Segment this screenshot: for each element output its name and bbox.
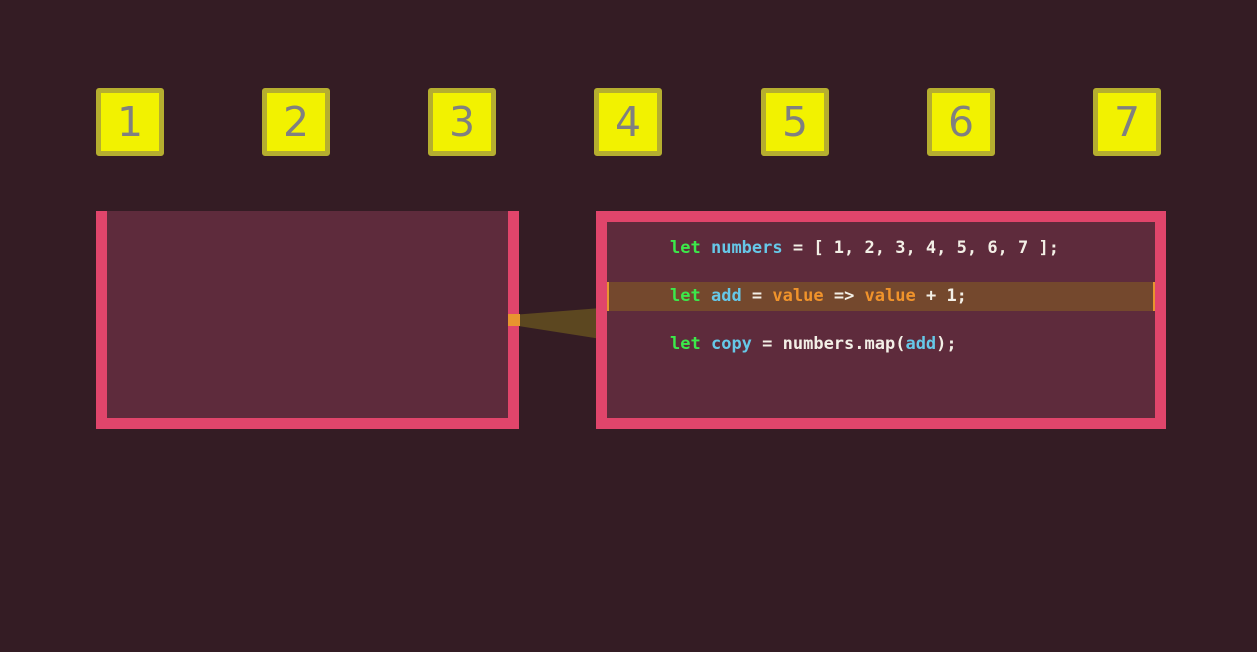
array-value-box: 1 (96, 88, 164, 156)
code-line: let numbers = [ 1, 2, 3, 4, 5, 6, 7 ]; (607, 234, 1155, 263)
output-array-panel-content (107, 211, 508, 418)
code-line-list: let numbers = [ 1, 2, 3, 4, 5, 6, 7 ];le… (607, 222, 1155, 418)
array-value-label: 6 (947, 97, 975, 146)
code-token: = [ 1, 2, 3, 4, 5, 6, 7 ]; (782, 238, 1059, 258)
array-value-label: 7 (1113, 97, 1141, 146)
array-value-label: 2 (282, 97, 310, 146)
array-value-label: 1 (116, 97, 144, 146)
code-token: add (905, 334, 937, 354)
array-value-label: 5 (781, 97, 809, 146)
array-value-box: 7 (1093, 88, 1161, 156)
array-value-label: 4 (614, 97, 642, 146)
output-array-panel (96, 211, 519, 429)
array-value-box: 3 (428, 88, 496, 156)
code-panel: let numbers = [ 1, 2, 3, 4, 5, 6, 7 ];le… (596, 211, 1166, 429)
code-token: numbers (710, 238, 783, 258)
array-value-box: 4 (594, 88, 662, 156)
code-token: + 1; (915, 286, 967, 306)
code-token (701, 334, 711, 354)
code-token: let (670, 286, 701, 306)
code-token: => (823, 286, 865, 306)
code-token: value (864, 286, 916, 306)
array-value-label: 3 (448, 97, 476, 146)
code-token: let (670, 238, 701, 258)
code-token: add (710, 286, 742, 306)
code-token (701, 238, 711, 258)
code-token: ); (936, 334, 957, 354)
code-token (701, 286, 711, 306)
code-token: copy (710, 334, 752, 354)
code-token: value (772, 286, 824, 306)
code-token: let (670, 334, 701, 354)
code-line-highlighted: let add = value => value + 1; (607, 282, 1155, 311)
code-line: let copy = numbers.map(add); (607, 330, 1155, 359)
array-value-box: 5 (761, 88, 829, 156)
code-token: = numbers.map( (751, 334, 906, 354)
code-token: = (741, 286, 773, 306)
array-value-box: 2 (262, 88, 330, 156)
array-value-box: 6 (927, 88, 995, 156)
